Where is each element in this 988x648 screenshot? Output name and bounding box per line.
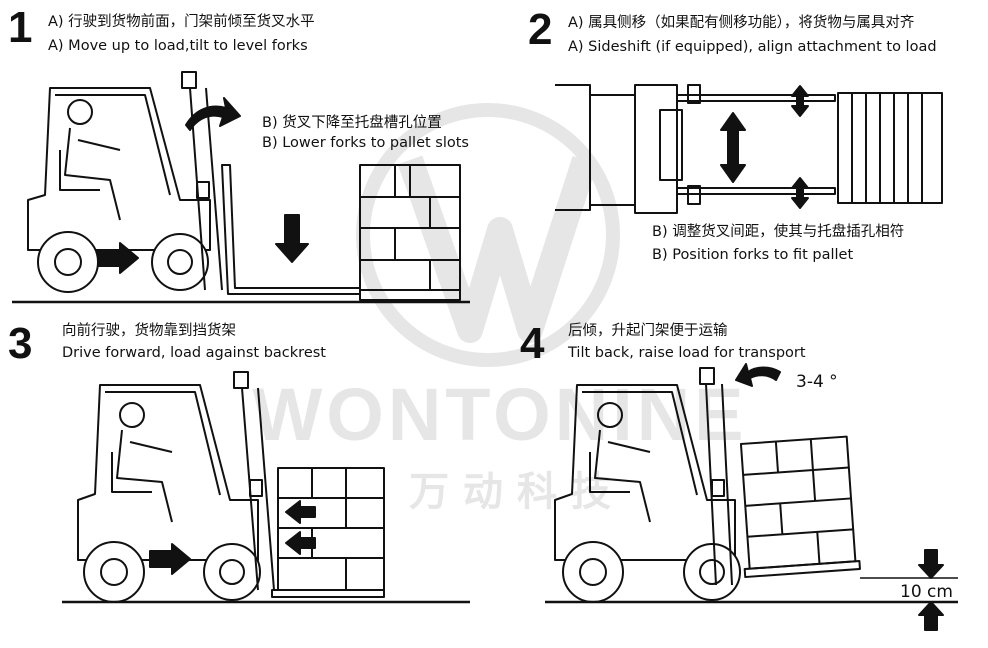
operator-4-body — [594, 429, 651, 523]
forklift-3-body — [77, 384, 259, 561]
forklift-1-cab — [55, 94, 171, 196]
pallet-load-1-boxes — [360, 165, 460, 290]
forklift-3 — [62, 371, 470, 604]
forklift-4-body — [554, 384, 736, 561]
tiltback-arrow-4 — [735, 363, 781, 387]
fork-2-upper-clamp — [687, 84, 701, 104]
step-3-a-en: Drive forward, load against backrest — [62, 345, 326, 361]
fork-4 — [743, 560, 861, 579]
forklift-4-rear-hub — [579, 558, 607, 586]
step-1-a-en: A) Move up to load,tilt to level forks — [48, 38, 308, 54]
operator-1-body — [64, 127, 121, 221]
mast-1-top — [181, 71, 197, 89]
forward-arrow-3 — [149, 543, 191, 575]
carriage-2 — [589, 94, 636, 206]
forklift-3-rear-wheel — [83, 541, 145, 603]
forklift-3-cab — [105, 391, 221, 496]
pallet-load-4 — [739, 435, 861, 579]
step-1-a-cn: A) 行驶到货物前面，门架前倾至货叉水平 — [48, 14, 315, 30]
forklift-1-body — [27, 87, 211, 251]
step-4-a-en: Tilt back, raise load for transport — [568, 345, 806, 361]
step-2-b-en: B) Position forks to fit pallet — [652, 247, 854, 263]
forklift-4-front-hub — [699, 559, 725, 585]
step-2-a-en: A) Sideshift (if equipped), align attach… — [568, 39, 937, 55]
sideshift-arrow-2 — [720, 112, 746, 183]
height-arrow-4-top — [918, 549, 944, 579]
mast-1-cylinder — [196, 181, 210, 199]
down-arrow-1 — [275, 214, 309, 263]
forward-arrow-1 — [97, 242, 139, 274]
truck-2-front — [555, 84, 591, 211]
pallet-load-4-boxes — [743, 439, 854, 564]
forklift-4 — [545, 367, 958, 604]
forklift-1-front-wheel — [151, 233, 209, 291]
mast-2 — [634, 84, 678, 214]
fork-2-lower-clamp — [687, 185, 701, 205]
tilt-arrow-1 — [185, 97, 241, 131]
mast-4-cylinder — [711, 479, 725, 497]
step-1-number: 1 — [8, 3, 33, 52]
tilt-angle-label: 3-4 ° — [796, 372, 838, 392]
operator-4-seat — [589, 452, 630, 493]
mast-3-top — [233, 371, 249, 389]
step-1-b-cn: B) 货叉下降至托盘槽孔位置 — [262, 115, 442, 131]
forklift-1-rear-wheel — [37, 231, 99, 293]
operator-1-seat — [59, 150, 100, 191]
mast-3-cylinder — [249, 479, 263, 497]
forklift-1-rear-hub — [54, 248, 82, 276]
step-2-a-cn: A) 属具侧移（如果配有侧移功能），将货物与属具对齐 — [568, 15, 915, 31]
operator-3-body — [116, 429, 173, 523]
step-3-a-cn: 向前行驶，货物靠到挡货架 — [62, 323, 236, 339]
lift-height-label: 10 cm — [900, 582, 953, 602]
pallet-1-base — [359, 289, 461, 301]
step-4-a-cn: 后倾，升起门架便于运输 — [568, 323, 728, 339]
backrest-arrow-3-bottom — [285, 531, 316, 555]
operator-3-seat — [111, 452, 152, 493]
pallet-2 — [837, 92, 943, 204]
mast-4-top — [699, 367, 715, 385]
fork-3 — [271, 589, 385, 598]
forklift-3-front-wheel — [203, 543, 261, 601]
step-2-number: 2 — [528, 5, 553, 54]
height-arrow-4-bottom — [918, 601, 944, 631]
operator-4-head — [597, 402, 623, 428]
forklift-4-front-wheel — [683, 543, 741, 601]
forklift-1 — [12, 71, 470, 304]
step-2-b-cn: B) 调整货叉间距，使其与托盘插孔相符 — [652, 224, 905, 240]
top-view-2 — [555, 84, 943, 214]
fork-spread-arrow-2-bottom — [791, 177, 809, 209]
pallet-2-slats — [851, 93, 923, 203]
step-4-number: 4 — [520, 319, 545, 368]
sideshift-2 — [659, 109, 683, 181]
operator-1-head — [67, 99, 93, 125]
fork-spread-arrow-2-top — [791, 85, 809, 117]
forklift-4-rear-wheel — [562, 541, 624, 603]
forklift-3-rear-hub — [100, 558, 128, 586]
operator-3-head — [119, 402, 145, 428]
backrest-arrow-3-top — [285, 500, 316, 524]
pallet-load-3-boxes — [278, 468, 384, 590]
step-1-b-en: B) Lower forks to pallet slots — [262, 135, 469, 151]
forklift-4-cab — [582, 391, 698, 496]
forklift-1-front-hub — [167, 249, 193, 275]
step-3-number: 3 — [8, 319, 33, 368]
forks-2 — [677, 94, 836, 195]
forklift-3-front-hub — [219, 559, 245, 585]
